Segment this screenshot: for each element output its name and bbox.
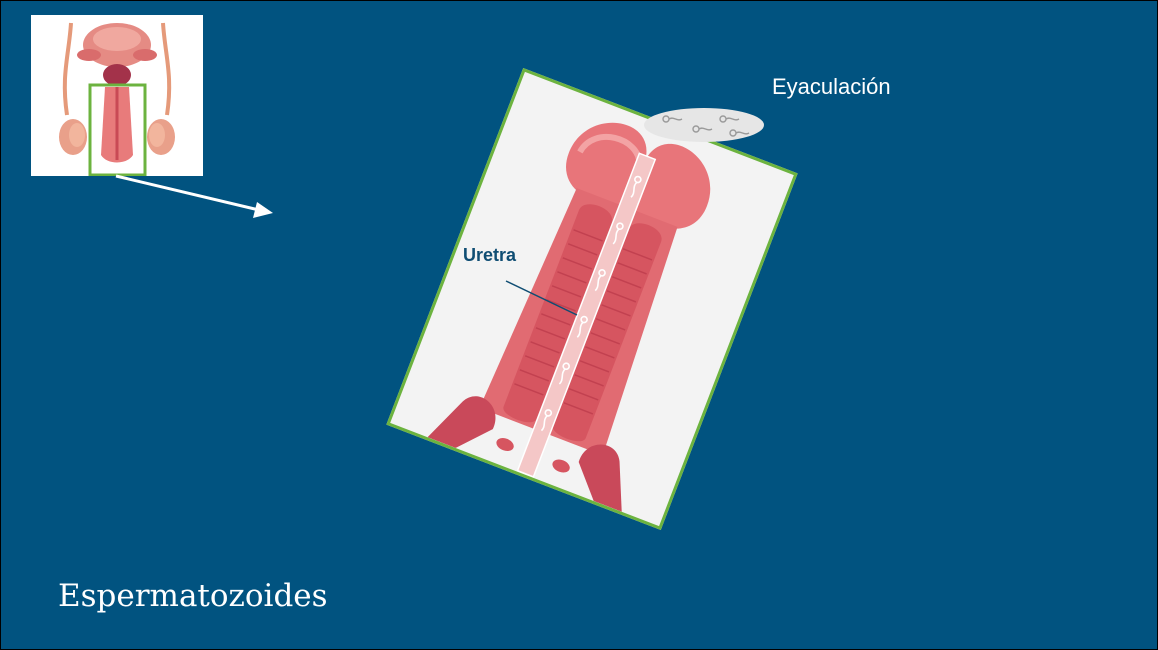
eyaculacion-label: Eyaculación xyxy=(772,74,891,100)
vas-deferens-right xyxy=(163,23,169,115)
testis-left-highlight xyxy=(69,123,85,147)
bulbourethral-gland-right xyxy=(551,457,572,475)
seminal-vesicle-left xyxy=(77,49,101,61)
urethra-detail-panel xyxy=(386,68,797,530)
bulbourethral-gland-left xyxy=(495,436,516,454)
bladder-highlight xyxy=(93,27,141,51)
crus-right xyxy=(567,438,642,512)
sperm-icon xyxy=(663,116,682,122)
seminal-vesicle-right xyxy=(133,49,157,61)
arrow-right-icon xyxy=(116,176,273,218)
slide-title: Espermatozoides xyxy=(58,578,328,614)
reproductive-system-thumbnail xyxy=(31,15,203,176)
testis-right-highlight xyxy=(149,123,165,147)
vas-deferens-left xyxy=(65,23,71,115)
uretra-label: Uretra xyxy=(463,245,516,266)
sperm-icon xyxy=(720,116,739,122)
sperm-icon xyxy=(693,126,712,132)
prostate xyxy=(103,64,131,86)
penis-cross-section-illustration xyxy=(390,72,794,526)
sperm-icon xyxy=(730,130,749,136)
reproductive-system-illustration xyxy=(31,15,203,176)
